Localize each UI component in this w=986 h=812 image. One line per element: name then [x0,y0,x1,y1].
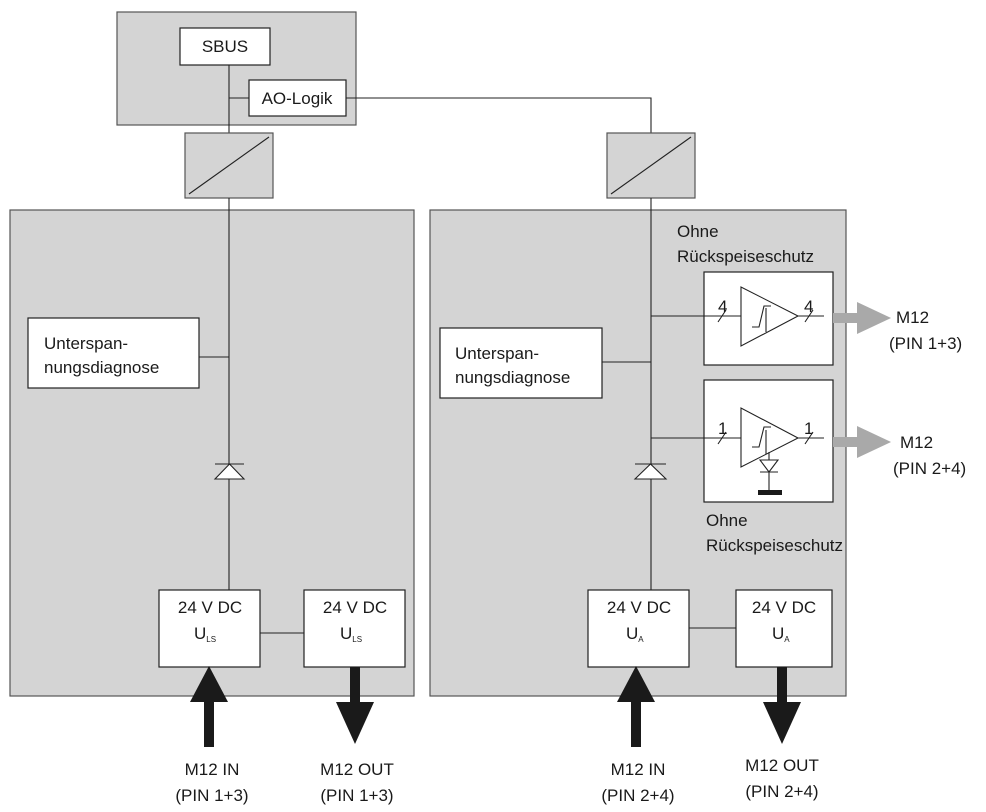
dc-dc-converter-right [606,132,696,199]
left-supply-in-symbol: ULS [194,624,216,644]
left-supply-in-box [158,589,261,668]
left-m12-in-arrow [190,666,228,747]
dc-dc-converter-left [184,132,274,199]
right-supply-in-line1: 24 V DC [607,598,671,617]
right-out1-pins: (PIN 1+3) [889,334,962,353]
right-note1-line1: Ohne [677,222,719,241]
left-supply-in-line1: 24 V DC [178,598,242,617]
left-supply-out-box [303,589,406,668]
left-in-label: M12 IN [185,760,240,779]
left-diag-line1: Unterspan- [44,334,128,353]
ao-logic-label: AO-Logik [262,89,333,108]
driver1-in-width: 4 [718,297,727,316]
right-out2-pins: (PIN 2+4) [893,459,966,478]
left-diode [213,463,246,480]
right-in-pins: (PIN 2+4) [601,786,674,805]
right-diag-line1: Unterspan- [455,344,539,363]
right-undervoltage-box [439,327,603,399]
m12-out-arrow-2 [833,426,891,458]
left-supply-out-symbol: ULS [340,624,362,644]
sbus-box [179,27,271,66]
right-out2-label: M12 [900,433,933,452]
right-in-label: M12 IN [611,760,666,779]
right-diode [633,463,668,480]
m12-out-arrow-1 [833,302,891,334]
right-note2-line1: Ohne [706,511,748,530]
driver2-out-width: 1 [804,419,813,438]
right-out-pins: (PIN 2+4) [745,782,818,801]
right-supply-out-line1: 24 V DC [752,598,816,617]
left-in-pins: (PIN 1+3) [175,786,248,805]
right-supply-in-symbol: UA [626,624,644,644]
left-m12-out-arrow [336,667,374,744]
right-diag-line2: nungsdiagnose [455,368,570,387]
right-note2-line2: Rückspeiseschutz [706,536,843,555]
right-supply-out-symbol: UA [772,624,790,644]
ao-logic-box [248,79,347,117]
sbus-label: SBUS [202,37,248,56]
driver2-in-width: 1 [718,419,727,438]
left-out-label: M12 OUT [320,760,394,779]
left-out-pins: (PIN 1+3) [320,786,393,805]
right-m12-in-arrow [617,666,655,747]
driver2-symbol [717,407,824,495]
logic-link-wire [346,97,652,133]
right-out1-label: M12 [896,308,929,327]
left-diag-line2: nungsdiagnose [44,358,159,377]
right-m12-out-arrow [763,667,801,744]
right-out-label: M12 OUT [745,756,819,775]
driver1-symbol [717,286,824,347]
left-supply-out-line1: 24 V DC [323,598,387,617]
right-supply-in-box [587,589,690,668]
right-note1-line2: Rückspeiseschutz [677,247,814,266]
driver1-out-width: 4 [804,297,813,316]
left-undervoltage-box [27,317,200,389]
